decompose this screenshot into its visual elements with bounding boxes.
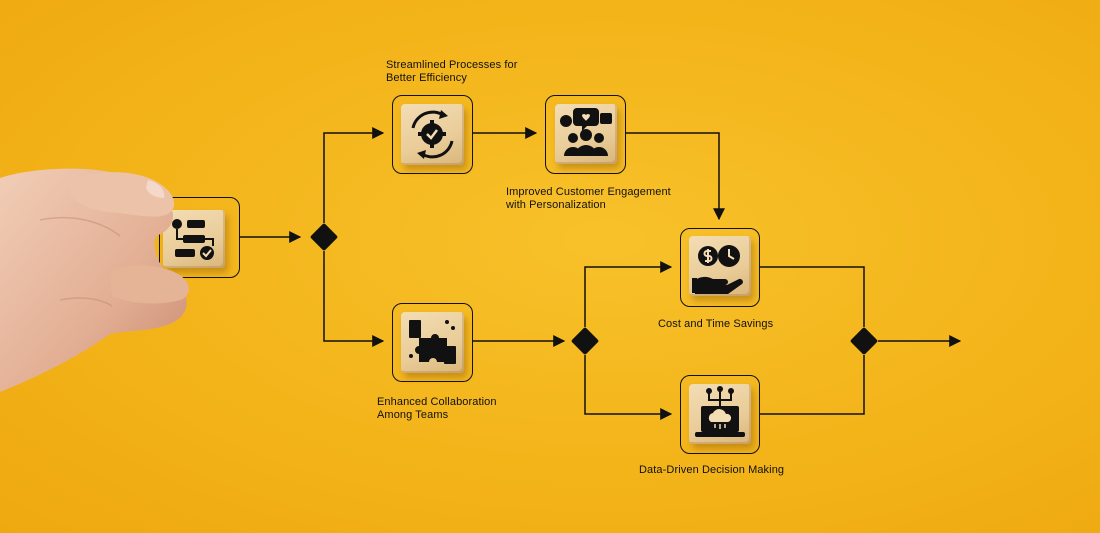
node-collaboration-label-line2: Among Teams xyxy=(377,409,449,421)
laptop-cloud-network-icon xyxy=(695,386,745,437)
node-streamlined-block[interactable] xyxy=(401,104,464,165)
node-engagement-label-line2: with Personalization xyxy=(506,199,606,211)
puzzle-handshake-icon xyxy=(409,320,456,364)
node-engagement-block[interactable] xyxy=(555,104,617,164)
node-engagement-label: Improved Customer Engagement with Person… xyxy=(506,186,671,212)
node-streamlined-label-line2: Better Efficiency xyxy=(386,72,467,84)
node-start-block[interactable] xyxy=(163,210,225,268)
connector-savings-to-merge xyxy=(760,266,865,327)
node-collaboration-block[interactable] xyxy=(401,312,464,373)
node-streamlined-label-line1: Streamlined Processes for xyxy=(386,59,518,71)
node-collaboration-label: Enhanced Collaboration Among Teams xyxy=(377,396,497,422)
connector-decision-to-streamlined xyxy=(323,127,385,223)
decision-diamond-2 xyxy=(571,327,599,355)
node-savings-label: Cost and Time Savings xyxy=(658,318,774,330)
node-savings-frame xyxy=(680,228,760,307)
node-streamlined-frame xyxy=(392,95,473,174)
connector-decision-to-collaboration xyxy=(323,251,385,347)
decision-diamond-merge xyxy=(850,327,878,355)
decision-diamond-1 xyxy=(310,223,338,251)
node-data-driven-block[interactable] xyxy=(689,384,751,444)
connector-data-driven-to-merge xyxy=(760,355,865,415)
node-data-driven-frame xyxy=(680,375,760,454)
customer-group-chat-icon xyxy=(560,108,612,156)
connector-decision-to-savings xyxy=(584,261,673,327)
node-savings-block[interactable] xyxy=(689,236,751,296)
connector-decision-to-data-driven xyxy=(584,355,673,420)
gear-check-cycle-icon xyxy=(411,110,454,159)
node-engagement-frame xyxy=(545,95,626,174)
node-collaboration-label-line1: Enhanced Collaboration xyxy=(377,396,497,408)
workflow-checklist-icon xyxy=(172,219,214,260)
node-streamlined-label: Streamlined Processes for Better Efficie… xyxy=(386,59,518,85)
connector-engagement-to-savings xyxy=(626,132,725,221)
node-data-driven-label: Data-Driven Decision Making xyxy=(639,464,785,476)
node-engagement-label-line1: Improved Customer Engagement xyxy=(506,186,671,198)
money-clock-hand-icon xyxy=(692,245,743,294)
node-collaboration-frame xyxy=(392,303,473,382)
